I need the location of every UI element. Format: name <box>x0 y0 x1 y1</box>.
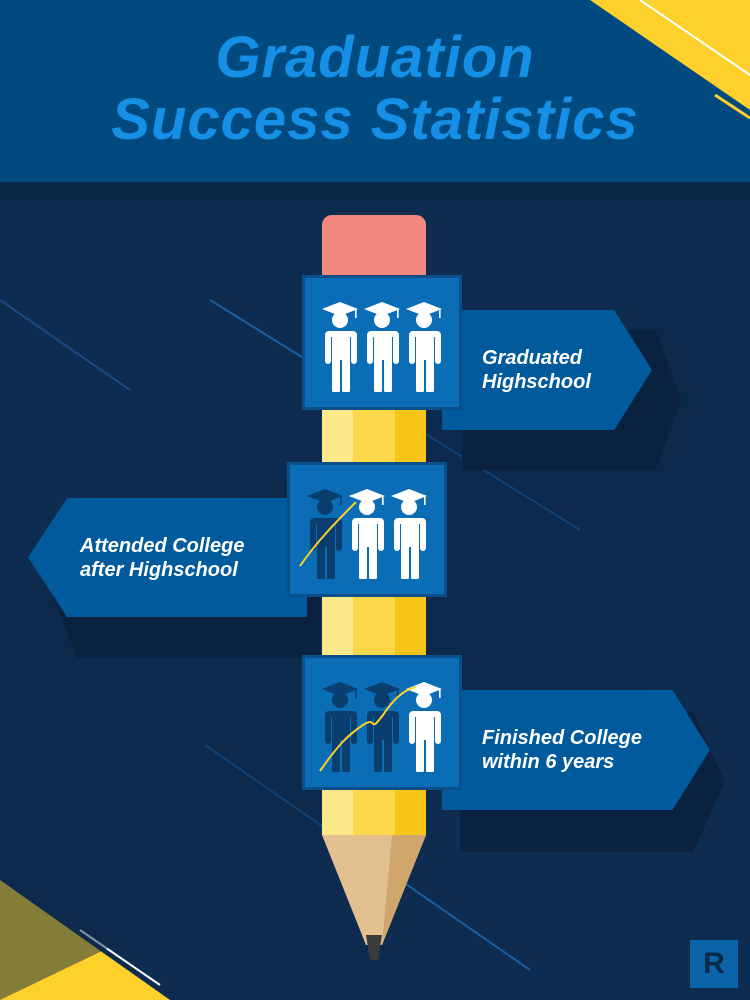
finished-college-icon-box <box>302 655 462 790</box>
graduate-person-icon <box>322 300 358 392</box>
graduate-person-icon <box>391 487 427 579</box>
graduates-icon-box <box>302 275 462 410</box>
stat-label: Attended College <box>80 534 245 557</box>
swoosh-icon <box>319 686 417 772</box>
logo-letter: R <box>703 947 725 980</box>
stat-label: Highschool <box>482 371 591 393</box>
stat-label: Graduated <box>482 347 583 369</box>
pencil-eraser <box>322 215 426 285</box>
attended-college-icon-box <box>287 462 447 597</box>
stat-label: Finished College <box>482 727 643 749</box>
swoosh-icon <box>299 501 357 567</box>
brand-logo: R <box>690 940 738 988</box>
stat-label: after Highschool <box>80 558 238 581</box>
page-title-line1: Graduation <box>215 25 535 90</box>
graduate-person-icon <box>364 300 400 392</box>
header-stripe <box>0 182 750 200</box>
graduate-person-icon <box>406 300 442 392</box>
pencil-tip <box>322 835 426 960</box>
stat-label: within 6 years <box>482 751 615 773</box>
page-title-line2: Success Statistics <box>111 87 639 152</box>
header-band <box>0 0 750 182</box>
